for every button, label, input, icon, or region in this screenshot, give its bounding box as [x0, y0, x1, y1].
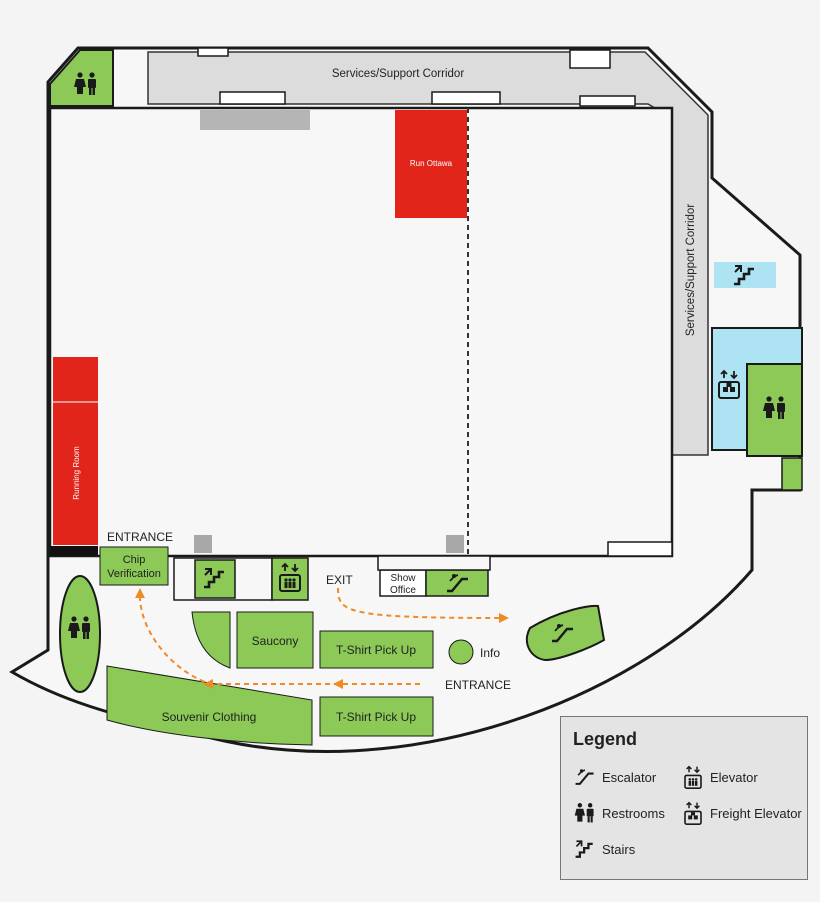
pillar-right: [446, 535, 464, 553]
legend-title: Legend: [573, 729, 638, 749]
door-swing-icon: [781, 457, 803, 491]
legend-freight-elevator-label: Freight Elevator: [710, 805, 802, 821]
booth-saucony-label: Saucony: [252, 634, 299, 648]
booth-run-ottawa[interactable]: [395, 110, 467, 218]
booth-run-ottawa-label: Run Ottawa: [410, 159, 453, 168]
legend-stairs: Stairs: [573, 837, 635, 861]
info-booth[interactable]: [448, 639, 474, 665]
legend-elevator-label: Elevator: [710, 769, 758, 785]
top-wall-doors: [197, 47, 636, 107]
booth-tshirt-upper-label: T-Shirt Pick Up: [336, 643, 416, 657]
booth-tshirt-lower-label: T-Shirt Pick Up: [336, 710, 416, 724]
legend-escalator: Escalator: [573, 765, 656, 789]
quarter-booth[interactable]: [191, 611, 231, 669]
legend-restrooms-label: Restrooms: [602, 805, 665, 821]
booth-tshirt-lower[interactable]: [319, 696, 434, 737]
exit-wall: [377, 555, 491, 571]
legend-restrooms: Restrooms: [573, 801, 665, 825]
visitor-flow-paths: [139, 587, 501, 685]
show-office-line1: Show: [390, 573, 416, 584]
entrance-sign-top: ENTRANCE: [107, 530, 173, 544]
exhibit-hall: [48, 106, 674, 558]
booth-tshirt-upper[interactable]: [319, 630, 434, 669]
exit-sign: EXIT: [326, 573, 353, 587]
restroom-top-left: [49, 49, 114, 107]
escalator-icon: [574, 768, 595, 785]
info-label: Info: [480, 646, 500, 660]
chip-verification-line2: Verification: [107, 568, 161, 580]
elevator-icon: [684, 765, 702, 789]
freight-elevator-icon: [684, 801, 702, 825]
right-corridor-label: Services/Support Corridor: [685, 204, 697, 336]
legend-elevator: Elevator: [681, 765, 758, 789]
chip-verification-line1: Chip: [123, 554, 146, 566]
chip-verification-booth[interactable]: [99, 546, 169, 586]
show-office-line2: Office: [390, 585, 416, 596]
legend-stairs-label: Stairs: [602, 841, 636, 857]
restroom-lobby: [59, 575, 101, 693]
booth-running-room[interactable]: [53, 357, 98, 545]
escalator-room: [425, 569, 489, 597]
escalator-island: [525, 604, 606, 662]
hall-gray-block: [200, 110, 310, 130]
entrance-sign-bottom: ENTRANCE: [445, 678, 511, 692]
top-corridor-label: Services/Support Corridor: [332, 68, 464, 80]
legend-panel: Legend Escalator Elevator Restrooms Frei…: [560, 716, 808, 880]
stairs-icon: [574, 840, 594, 858]
restroom-icon: [574, 803, 594, 823]
entrance-threshold: [50, 546, 98, 556]
legend-freight-elevator: Freight Elevator: [681, 801, 802, 825]
booth-souvenir-clothing[interactable]: [106, 665, 313, 746]
arrowheads: [135, 588, 509, 689]
booth-saucony[interactable]: [236, 611, 314, 669]
booth-souvenir-label: Souvenir Clothing: [162, 710, 257, 724]
hall-bottom-notch: [607, 541, 673, 557]
pillar-left: [194, 535, 212, 553]
legend-escalator-label: Escalator: [602, 769, 657, 785]
booth-running-room-label: Running Room: [72, 446, 81, 500]
